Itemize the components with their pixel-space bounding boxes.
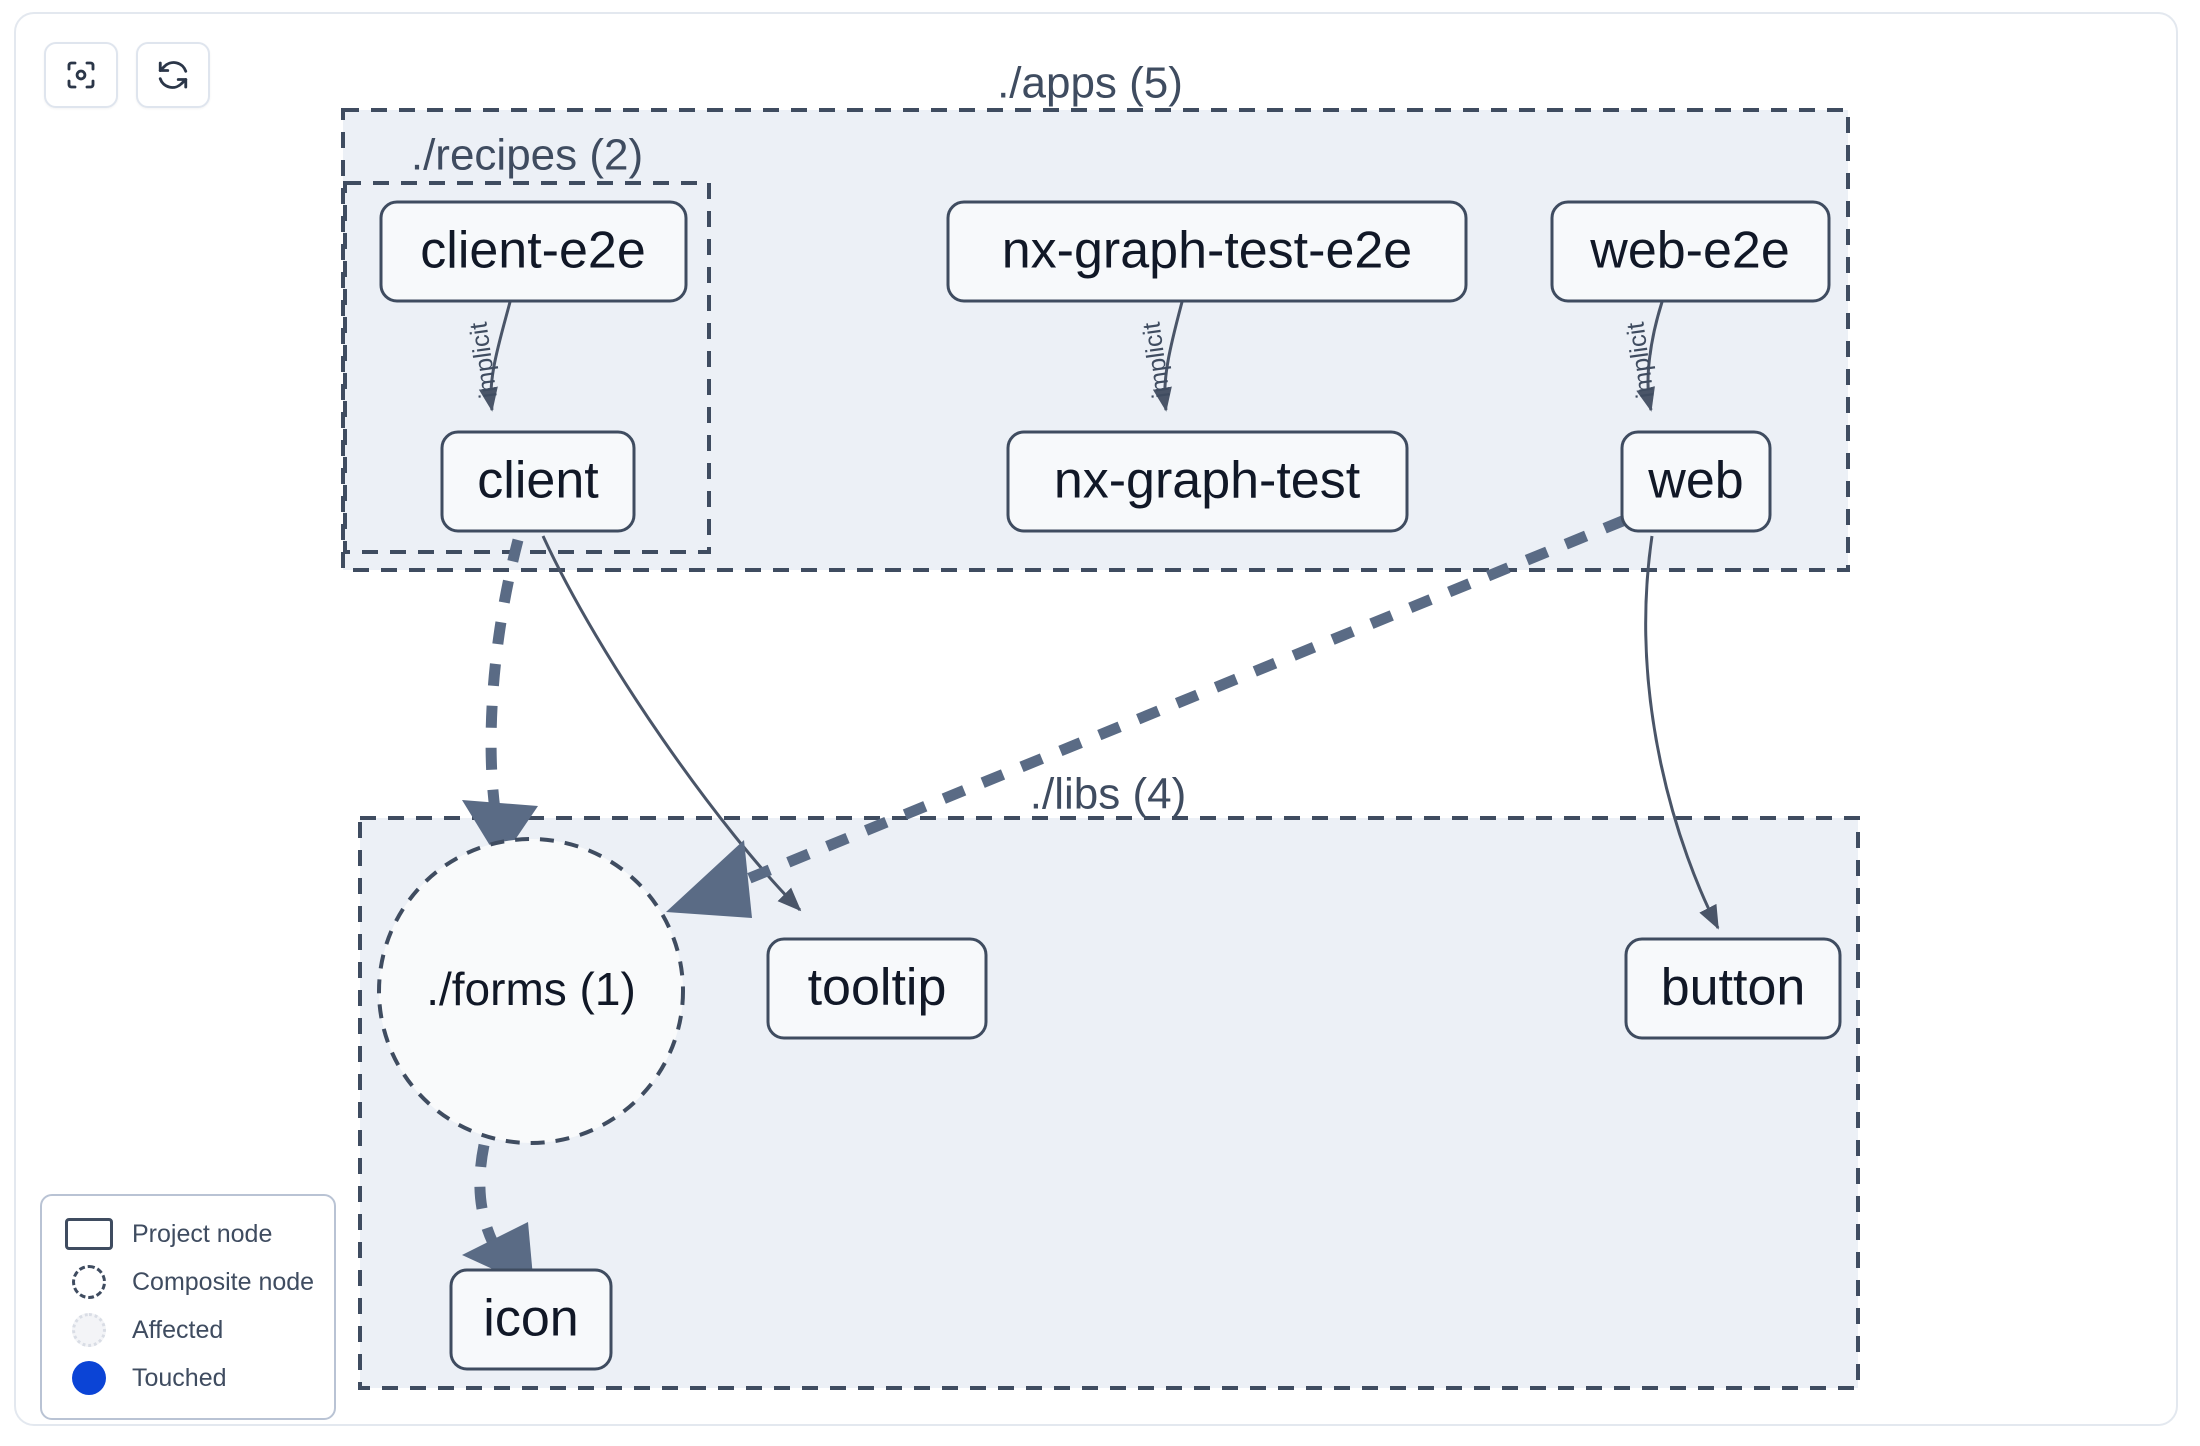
edge-web-to-button[interactable]	[1644, 535, 1720, 930]
node-box	[1624, 937, 1842, 1040]
node-label: icon	[483, 1290, 578, 1348]
node-forms[interactable]: ./forms (1)	[377, 837, 685, 1145]
edge-line	[1152, 301, 1184, 412]
node-box	[1550, 200, 1831, 303]
node-label: tooltip	[808, 959, 947, 1017]
node-button[interactable]: button	[1624, 937, 1842, 1040]
graph-legend: Project node Composite node Affected Tou…	[40, 1194, 336, 1420]
group-recipes-label: ./recipes (2)	[411, 131, 643, 180]
graph-toolbar	[44, 42, 210, 108]
node-label: web	[1647, 452, 1743, 510]
legend-label: Project node	[132, 1219, 273, 1248]
refresh-icon	[155, 57, 191, 93]
legend-label: Affected	[132, 1315, 224, 1344]
node-box	[946, 200, 1468, 303]
node-box	[766, 937, 988, 1040]
node-nx-graph-test-e2e[interactable]: nx-graph-test-e2e	[946, 200, 1468, 303]
node-label: nx-graph-test-e2e	[1002, 222, 1412, 280]
node-box	[449, 1268, 613, 1371]
node-label: ./forms (1)	[426, 963, 636, 1015]
node-box	[440, 430, 636, 533]
edge-line	[742, 514, 1628, 886]
legend-item-project-node: Project node	[64, 1210, 316, 1258]
edge-arrowhead	[666, 840, 752, 918]
node-web[interactable]: web	[1620, 430, 1772, 533]
edge-arrowhead	[462, 800, 538, 862]
project-node-swatch	[64, 1217, 114, 1251]
node-label: client-e2e	[420, 222, 645, 280]
node-client-e2e[interactable]: client-e2e	[379, 200, 688, 303]
node-box	[1620, 430, 1772, 533]
viewfinder-icon	[63, 57, 99, 93]
edge-line	[1636, 301, 1664, 412]
legend-item-affected: Affected	[64, 1306, 316, 1354]
node-box	[379, 200, 688, 303]
legend-label: Touched	[132, 1363, 227, 1392]
node-label: web-e2e	[1589, 222, 1789, 280]
legend-item-composite-node: Composite node	[64, 1258, 316, 1306]
node-web-e2e[interactable]: web-e2e	[1550, 200, 1831, 303]
edge-client-to-forms[interactable]	[462, 538, 538, 862]
edge-line	[474, 1143, 499, 1246]
node-box	[1006, 430, 1409, 533]
node-icon[interactable]: icon	[449, 1268, 613, 1371]
refresh-graph-button[interactable]	[136, 42, 210, 108]
node-client[interactable]: client	[440, 430, 636, 533]
edge-line	[478, 301, 512, 412]
node-circle	[377, 837, 685, 1145]
legend-label: Composite node	[132, 1267, 315, 1296]
node-tooltip[interactable]: tooltip	[766, 937, 988, 1040]
edge-line	[1644, 535, 1720, 930]
edge-line	[485, 538, 524, 811]
edge-web-to-forms[interactable]	[666, 514, 1628, 918]
focus-graph-button[interactable]	[44, 42, 118, 108]
node-label: client	[477, 452, 599, 510]
group-libs-label: ./libs (4)	[1030, 770, 1186, 819]
affected-swatch	[64, 1313, 114, 1347]
group-apps-label: ./apps (5)	[997, 59, 1183, 108]
node-label: nx-graph-test	[1054, 452, 1361, 510]
node-nx-graph-test[interactable]: nx-graph-test	[1006, 430, 1409, 533]
composite-node-swatch	[64, 1265, 114, 1299]
touched-swatch	[64, 1361, 114, 1395]
node-label: button	[1661, 959, 1806, 1017]
legend-item-touched: Touched	[64, 1354, 316, 1402]
